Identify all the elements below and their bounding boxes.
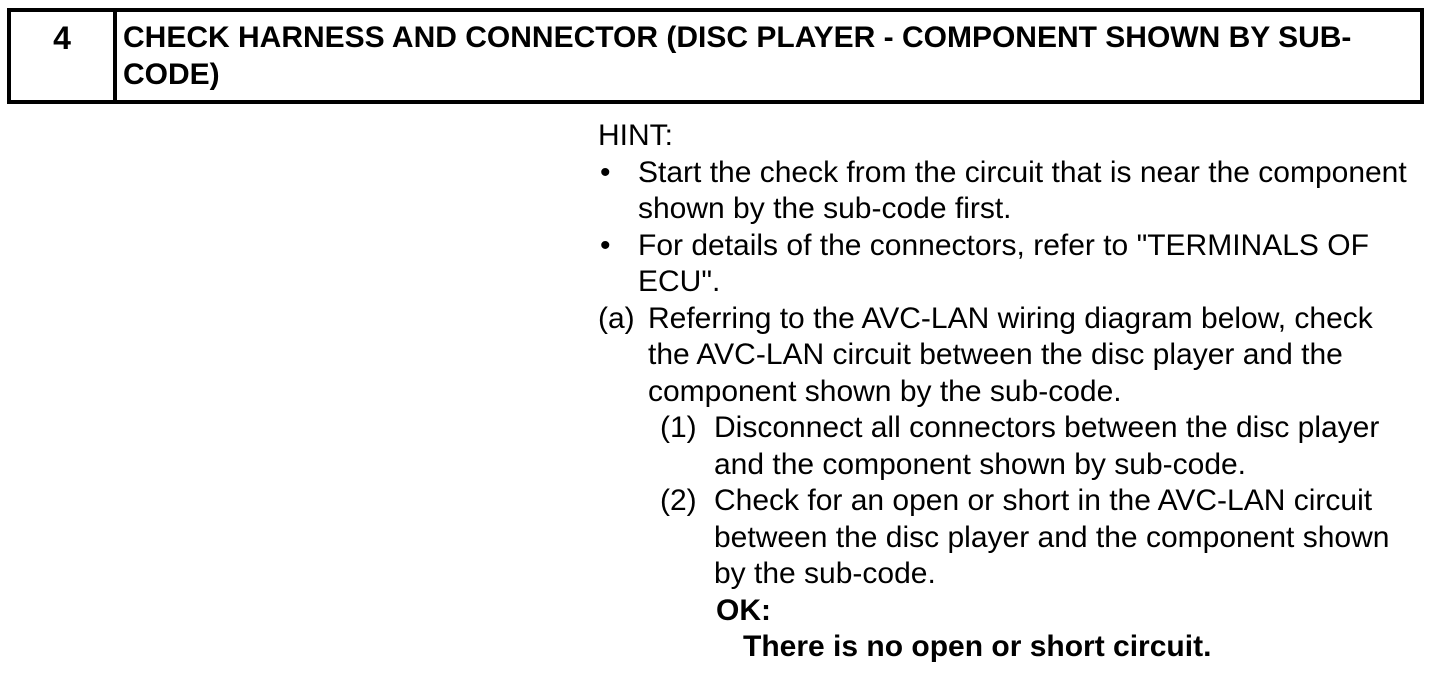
hint-bullet-item: • Start the check from the circuit that … [598, 155, 1448, 228]
hint-bullet-text: Start the check from the circuit that is… [638, 155, 1407, 226]
substep-2: (2) Check for an open or short in the AV… [660, 483, 1448, 593]
step-title: CHECK HARNESS AND CONNECTOR (DISC PLAYER… [123, 21, 1352, 91]
substep-1: (1) Disconnect all connectors between th… [660, 410, 1448, 483]
substep-marker: (2) [660, 484, 697, 517]
procedure-body: HINT: • Start the check from the circuit… [598, 118, 1448, 666]
ok-label: OK: [716, 593, 771, 627]
hint-label: HINT: [598, 119, 673, 152]
substep-text: Disconnect all connectors between the di… [714, 411, 1380, 481]
substep-text: Check for an open or short in the AVC-LA… [714, 484, 1390, 590]
step-a: (a) Referring to the AVC-LAN wiring diag… [598, 301, 1448, 411]
ok-result-text: There is no open or short circuit. [743, 630, 1212, 663]
bullet-marker: • [600, 155, 611, 189]
hint-bullet-text: For details of the connectors, refer to … [638, 228, 1369, 299]
hint-bullet-item: • For details of the connectors, refer t… [598, 228, 1448, 301]
step-a-marker: (a) [598, 301, 635, 335]
step-number: 4 [11, 12, 117, 100]
step-header: 4 CHECK HARNESS AND CONNECTOR (DISC PLAY… [7, 8, 1424, 104]
step-a-text: Referring to the AVC-LAN wiring diagram … [648, 301, 1373, 408]
bullet-marker: • [600, 228, 611, 262]
substep-marker: (1) [660, 411, 697, 444]
